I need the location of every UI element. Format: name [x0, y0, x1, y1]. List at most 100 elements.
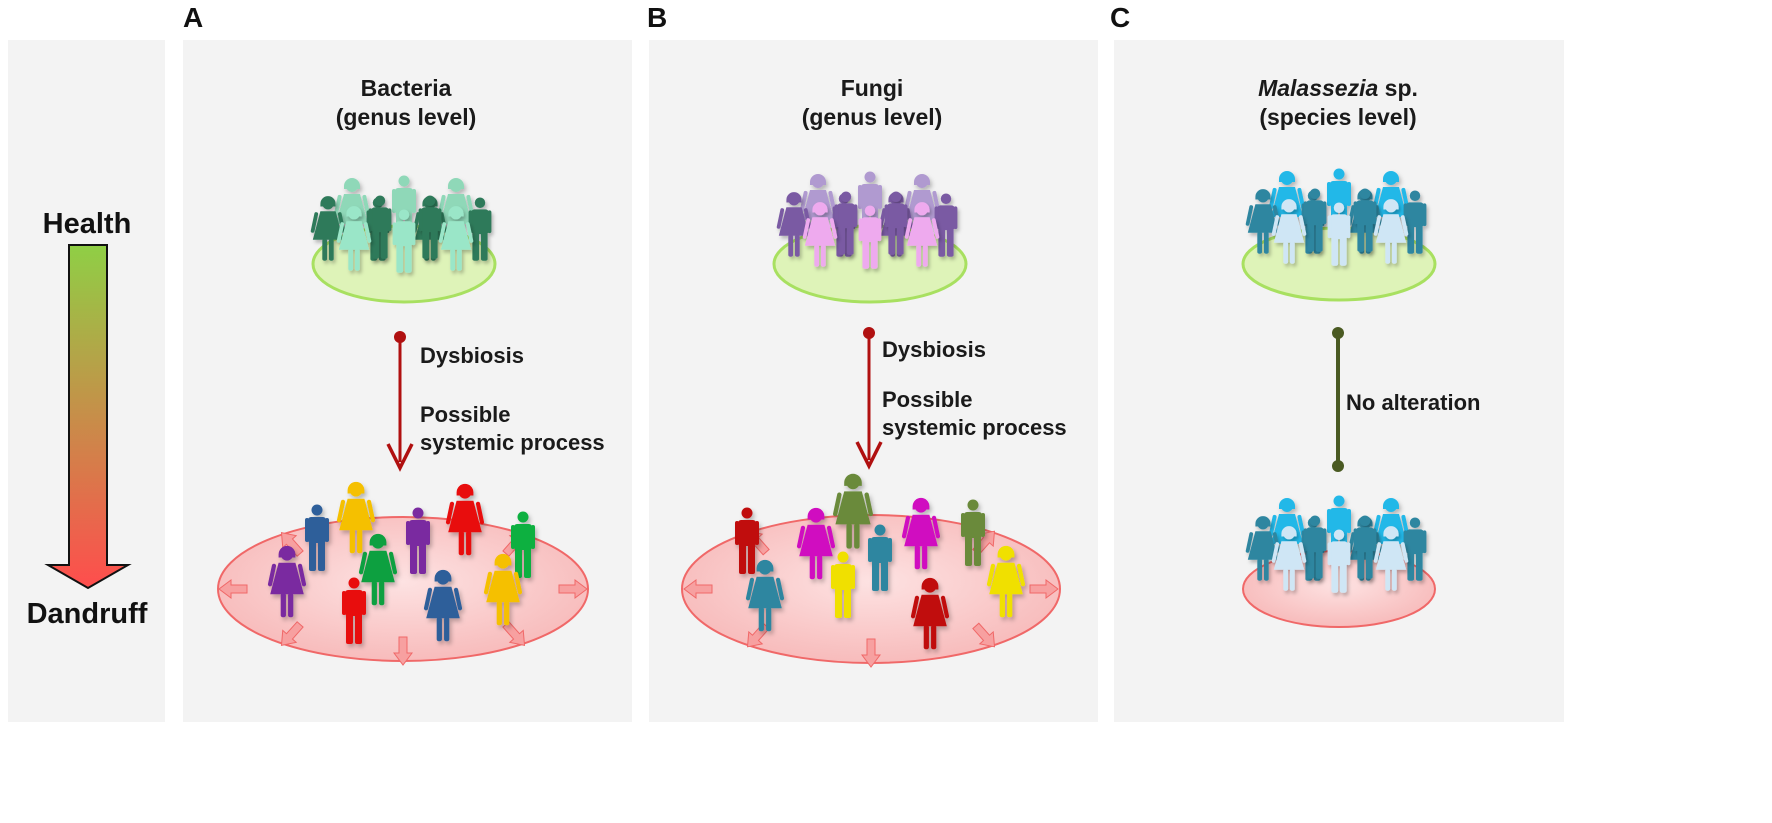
figure-arm: [1400, 215, 1409, 236]
systemic-label-b: Possible systemic process: [882, 386, 1067, 442]
woman-figure: [904, 202, 940, 267]
figure-arm: [904, 218, 913, 239]
figure-leg: [1415, 225, 1423, 254]
figure-leg: [450, 248, 456, 271]
figure-arm: [362, 591, 366, 615]
figure-leg: [794, 234, 800, 257]
figure-leg: [1289, 568, 1295, 591]
figure-arm: [986, 563, 996, 587]
figure-leg: [922, 545, 928, 570]
no-alteration-label: No alteration: [1346, 390, 1481, 415]
figure-leg: [379, 581, 385, 606]
figure-head: [1333, 202, 1345, 213]
figure-arm: [366, 499, 376, 523]
figure-torso: [887, 203, 905, 229]
man-figure: [834, 191, 858, 255]
figure-head: [809, 510, 823, 523]
figure-dress: [361, 550, 395, 583]
figure-arm: [1347, 182, 1351, 206]
title-line2: (genus level): [335, 104, 477, 130]
figure-arm: [426, 521, 430, 545]
figure-head: [371, 536, 385, 549]
title-line1: Fungi: [840, 75, 904, 101]
figure-leg: [348, 248, 354, 271]
figure-arm: [833, 492, 842, 517]
figure-arm: [1298, 542, 1307, 563]
figure-arm: [438, 222, 447, 243]
figure-arm: [1271, 542, 1280, 563]
figure-leg: [788, 234, 794, 257]
figure-head: [1309, 188, 1321, 199]
figure-arm: [888, 538, 892, 562]
figure-arm: [1353, 201, 1358, 225]
figure-arm: [513, 571, 523, 595]
figure-leg: [1263, 231, 1269, 254]
figure-arm: [1372, 528, 1377, 552]
figure-head: [412, 507, 424, 519]
figure-head: [474, 197, 486, 208]
dysbiosis-arrow-b-head: [855, 441, 883, 470]
figure-arm: [1322, 201, 1327, 225]
figure-arm: [418, 208, 423, 232]
figure-head: [840, 191, 852, 202]
figure-arm: [437, 208, 442, 232]
figure-head: [999, 548, 1013, 561]
figure-arm: [1400, 542, 1409, 563]
health-label: Health: [42, 208, 132, 240]
figure-arm: [336, 222, 345, 243]
figure-leg: [766, 607, 772, 632]
figure-head: [1281, 500, 1293, 512]
figure-head: [1359, 515, 1371, 526]
outward-arrow-a: [218, 579, 248, 599]
figure-arm: [903, 204, 908, 228]
figure-arm: [851, 565, 855, 589]
outward-arrow-b: [1029, 579, 1059, 599]
woman-figure: [901, 497, 941, 570]
figure-arm: [411, 222, 416, 246]
figure-leg: [862, 240, 870, 269]
figure-leg: [748, 544, 755, 574]
figure-head: [1257, 191, 1269, 203]
figure-head: [398, 175, 410, 187]
figure-arm: [368, 208, 373, 232]
figure-torso: [395, 188, 413, 214]
figure-head: [741, 507, 753, 519]
figure-dress: [440, 221, 472, 250]
figure-leg: [888, 226, 896, 255]
man-figure: [392, 209, 416, 273]
figure-arm: [735, 521, 739, 545]
figure-leg: [515, 548, 522, 578]
man-figure: [342, 577, 366, 644]
figure-leg: [854, 523, 860, 549]
systemic-label-a: Possible systemic process: [420, 401, 605, 457]
figure-arm: [1298, 215, 1307, 236]
figure-arm: [878, 185, 882, 209]
figure-arm: [755, 521, 759, 545]
figure-arm: [796, 525, 806, 549]
woman-figure: [358, 533, 398, 606]
figure-arm: [531, 525, 535, 549]
woman-figure: [745, 559, 785, 632]
man-figure: [1327, 202, 1351, 266]
man-figure: [961, 499, 985, 566]
figure-head: [1283, 201, 1295, 213]
woman-figure: [1373, 199, 1409, 264]
figure-head: [1281, 173, 1293, 185]
man-figure: [858, 205, 882, 269]
figure-torso: [1330, 508, 1348, 534]
figure-arm: [961, 513, 965, 537]
figure-leg: [758, 607, 764, 632]
figure-arm: [931, 515, 941, 539]
small-arrow-shape: [393, 636, 413, 666]
no-alteration-end: [1332, 460, 1344, 472]
small-arrow-shape: [558, 579, 588, 599]
woman-figure: [1271, 526, 1307, 591]
figure-dress: [1375, 541, 1407, 570]
figure-leg: [458, 531, 464, 556]
figure-head: [864, 205, 876, 216]
no-alteration-start: [1332, 327, 1344, 339]
figure-arm: [1353, 528, 1358, 552]
figure-leg: [1263, 558, 1269, 581]
small-arrow-shape: [218, 579, 248, 599]
figure-arm: [388, 551, 398, 575]
